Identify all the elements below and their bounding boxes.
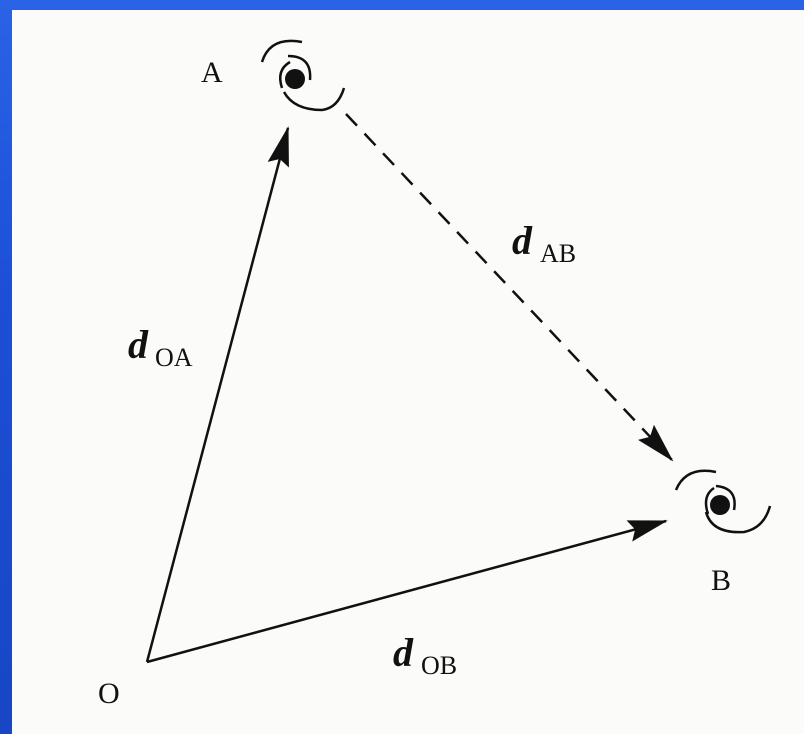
vector-oa-arrow	[147, 128, 288, 662]
vector-ab-dashed-arrow	[346, 114, 672, 460]
vector-ab-label: d AB	[512, 218, 576, 268]
point-a-spiral-icon	[262, 41, 344, 110]
vector-oa-symbol: d	[128, 322, 149, 367]
vector-ob-subscript: OB	[421, 651, 457, 680]
vector-ob-symbol: d	[393, 630, 414, 675]
vector-oa-label: d OA	[128, 322, 193, 372]
point-b-label: B	[711, 564, 731, 597]
point-a-label: A	[201, 56, 223, 89]
vector-ab-symbol: d	[512, 218, 533, 263]
vector-oa-subscript: OA	[155, 343, 193, 372]
vector-ab-subscript: AB	[540, 239, 576, 268]
point-o-label: O	[98, 677, 120, 710]
vector-ob-label: d OB	[393, 630, 457, 680]
point-b-spiral-icon	[676, 471, 770, 532]
